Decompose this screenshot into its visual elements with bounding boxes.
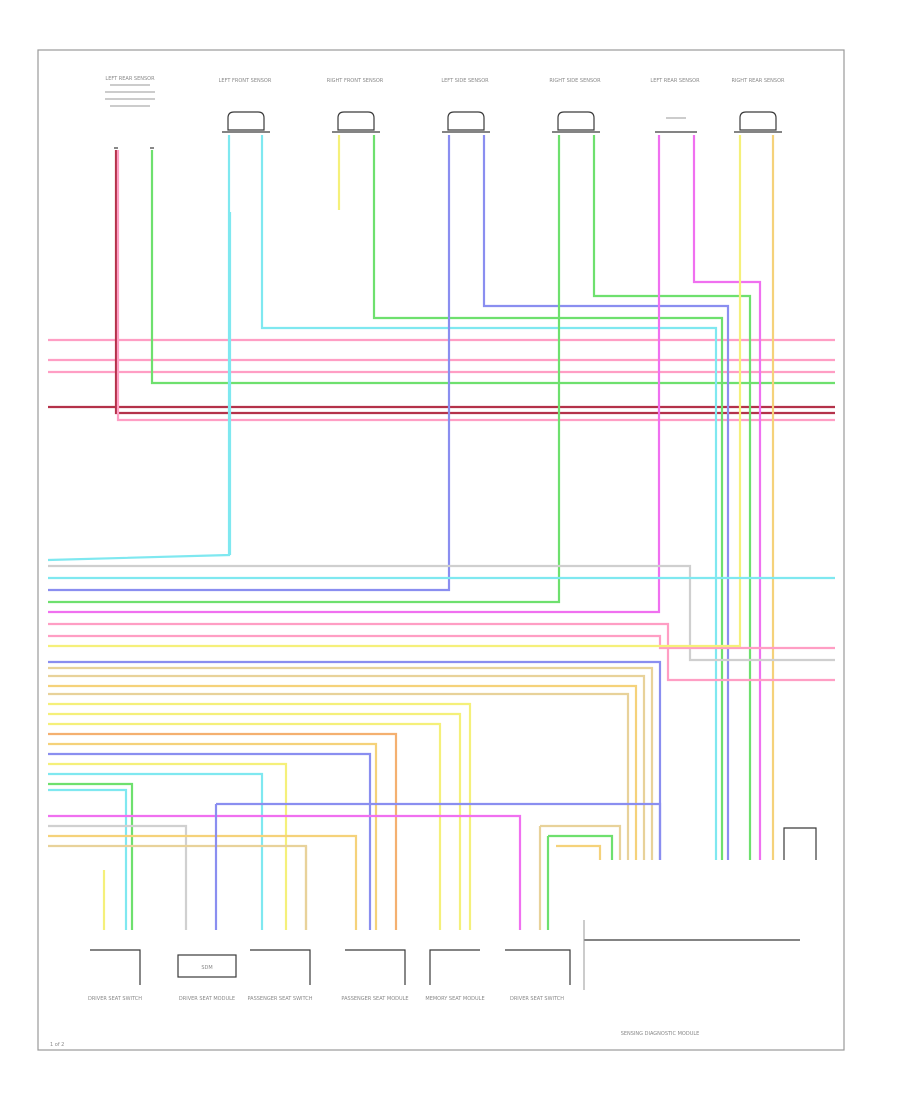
top-connector-label-5: RIGHT SIDE SENSOR	[549, 78, 601, 84]
top-connector-label-7: RIGHT REAR SENSOR	[731, 78, 785, 84]
bottom-module-label-4: PASSENGER SEAT MODULE	[341, 996, 408, 1002]
wire-darkred-2	[114, 150, 835, 415]
bottom-modules: DRIVER SEAT SWITCH SDM DRIVER SEAT MODUL…	[88, 949, 571, 1002]
top-connector-label-1: LEFT REAR SENSOR	[105, 76, 155, 82]
bottom-module-label-6: DRIVER SEAT SWITCH	[510, 996, 564, 1002]
top-connector-label-4: LEFT SIDE SENSOR	[441, 78, 489, 84]
wire-green-bus	[150, 150, 835, 385]
bottom-module-4: PASSENGER SEAT MODULE	[341, 949, 409, 1002]
sensor-connector-7	[734, 111, 782, 133]
middle-harness-wires	[48, 564, 835, 930]
wire-pink-4	[116, 150, 835, 422]
sensor-connector-6	[655, 117, 697, 133]
bottom-module-1: DRIVER SEAT SWITCH	[88, 949, 142, 1002]
bottom-module-2: SDM DRIVER SEAT MODULE	[177, 954, 237, 1002]
sdm-connector-block: SENSING DIAGNOSTIC MODULE	[583, 827, 817, 1037]
diagram-frame	[37, 49, 845, 1051]
bottom-module-label-5: MEMORY SEAT MODULE	[425, 996, 484, 1002]
bottom-module-label-2: DRIVER SEAT MODULE	[179, 996, 235, 1002]
sensor-drops	[47, 135, 775, 860]
top-connector-label-6: LEFT REAR SENSOR	[650, 78, 700, 84]
bottom-module-5: MEMORY SEAT MODULE	[425, 949, 485, 1002]
top-connector-label-3: RIGHT FRONT SENSOR	[327, 78, 384, 84]
bottom-module-label-3: PASSENGER SEAT SWITCH	[247, 996, 312, 1002]
top-connectors: LEFT REAR SENSOR LEFT FRONT SENSOR RIGHT…	[105, 76, 785, 149]
top-connector-label-2: LEFT FRONT SENSOR	[219, 78, 272, 84]
right-module-label: SENSING DIAGNOSTIC MODULE	[621, 1031, 700, 1037]
bottom-module-6: DRIVER SEAT SWITCH	[505, 949, 571, 1002]
sensor-connector-3	[332, 111, 380, 133]
sensor-connector-5	[552, 111, 600, 133]
bottom-module-label-1: DRIVER SEAT SWITCH	[88, 996, 142, 1002]
footer-code: 1 of 2	[50, 1042, 64, 1048]
sensor-connector-2	[222, 111, 270, 133]
upper-bus-wires	[48, 150, 835, 422]
bottom-module-3: PASSENGER SEAT SWITCH	[247, 949, 313, 1002]
box-label: SDM	[201, 965, 212, 971]
sensor-connector-4	[442, 111, 490, 133]
